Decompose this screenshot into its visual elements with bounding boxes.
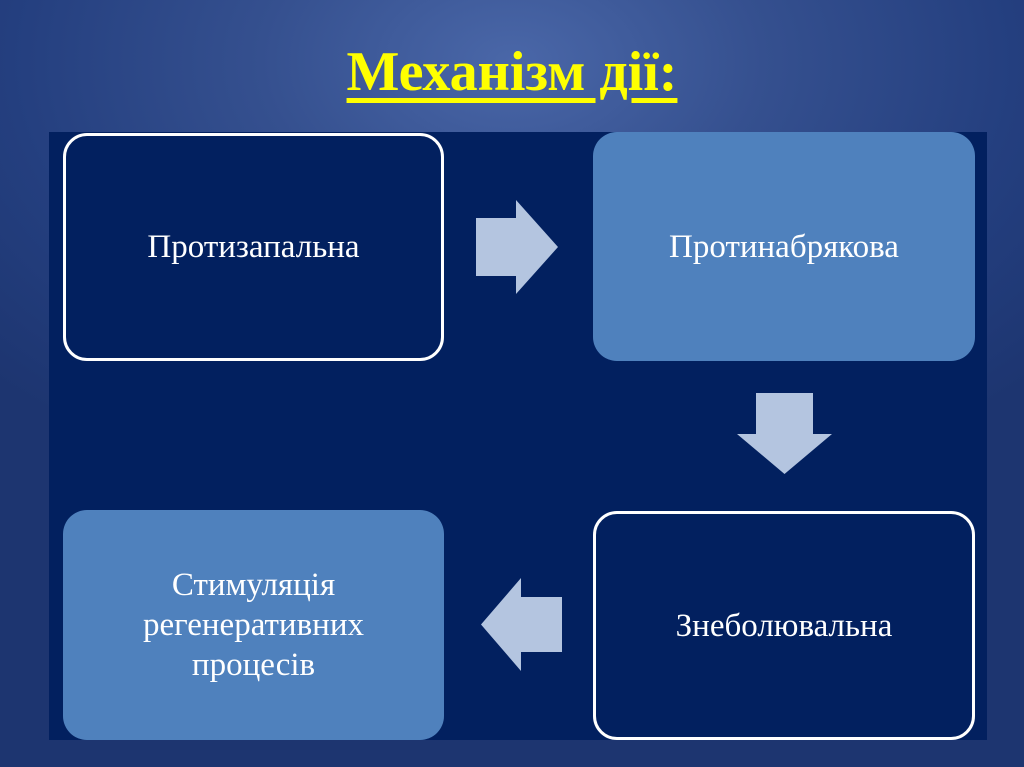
arrow-right-icon xyxy=(476,200,558,294)
slide-title: Механізм дії: xyxy=(0,38,1024,106)
node-label-line-1: Стимуляція xyxy=(171,567,336,603)
node-regeneration-stimulation: Стимуляція регенеративних процесів xyxy=(63,510,444,740)
node-label: Знеболювальна xyxy=(675,607,893,644)
node-label-line-3: процесів xyxy=(191,647,316,683)
node-anti-inflammatory: Протизапальна xyxy=(63,133,444,361)
node-label-line-2: регенеративних xyxy=(143,607,364,643)
arrow-down-icon xyxy=(737,393,832,474)
arrow-left-icon xyxy=(481,578,562,671)
slide-title-text: Механізм дії: xyxy=(346,41,678,103)
node-analgesic: Знеболювальна xyxy=(593,511,975,740)
node-anti-edema: Протинабрякова xyxy=(593,132,975,361)
node-label: Протизапальна xyxy=(147,229,360,265)
node-label: Протинабрякова xyxy=(669,228,899,265)
